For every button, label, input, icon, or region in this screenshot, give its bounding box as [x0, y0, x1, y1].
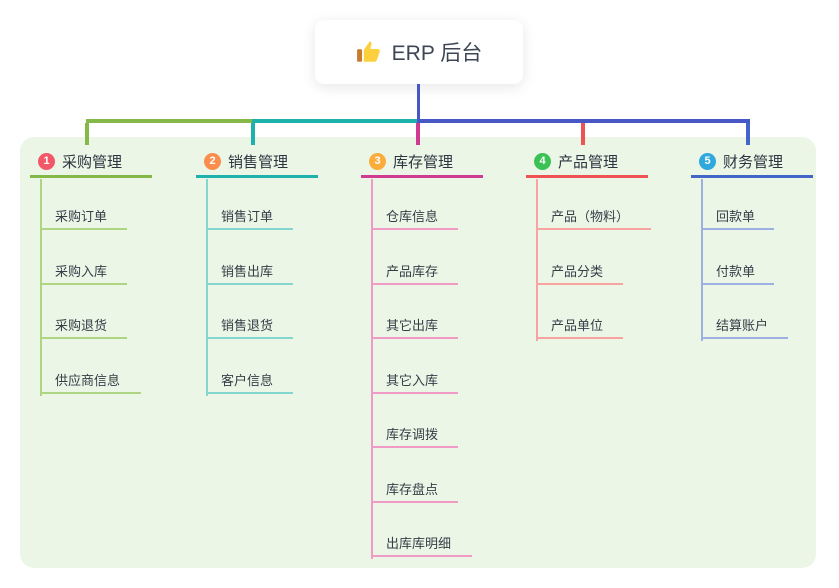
child-node[interactable]: 产品单位 [536, 315, 623, 339]
connector-child-spine [40, 178, 42, 396]
child-node[interactable]: 回款单 [701, 206, 774, 230]
child-node[interactable]: 销售退货 [206, 315, 293, 339]
child-node[interactable]: 供应商信息 [40, 370, 141, 394]
child-node[interactable]: 产品（物料） [536, 206, 651, 230]
child-node[interactable]: 出库库明细 [371, 533, 472, 557]
child-node[interactable]: 仓库信息 [371, 206, 458, 230]
branch-node-4[interactable]: 4 产品管理 [526, 148, 648, 178]
branch-label: 销售管理 [228, 154, 289, 171]
connector-trunk-left [85, 119, 252, 123]
connector-branch-drop [746, 122, 750, 145]
branch-node-2[interactable]: 2 销售管理 [196, 148, 318, 178]
child-node[interactable]: 产品库存 [371, 261, 458, 285]
branch-badge: 2 [204, 153, 221, 170]
connector-child-spine [536, 178, 538, 341]
connector-branch-drop [251, 122, 255, 145]
connector-trunk-right [416, 119, 750, 123]
branch-node-3[interactable]: 3 库存管理 [361, 148, 483, 178]
connector-child-spine [206, 178, 208, 396]
child-node[interactable]: 产品分类 [536, 261, 623, 285]
branch-badge: 5 [699, 153, 716, 170]
child-node[interactable]: 付款单 [701, 261, 774, 285]
connector-branch-drop [416, 122, 420, 145]
connector-trunk-mid [251, 119, 418, 123]
connector-root-stem [416, 84, 420, 123]
child-node[interactable]: 库存盘点 [371, 479, 458, 503]
child-node[interactable]: 采购退货 [40, 315, 127, 339]
branch-node-1[interactable]: 1 采购管理 [30, 148, 152, 178]
branch-label: 采购管理 [62, 154, 123, 171]
child-node[interactable]: 库存调拨 [371, 424, 458, 448]
child-node[interactable]: 采购入库 [40, 261, 127, 285]
branch-badge: 3 [369, 153, 386, 170]
root-label: ERP 后台 [391, 42, 483, 65]
branch-label: 财务管理 [723, 154, 784, 171]
connector-child-spine [371, 178, 373, 559]
branch-label: 产品管理 [558, 154, 619, 171]
background-panel [20, 137, 816, 568]
child-node[interactable]: 结算账户 [701, 315, 788, 339]
connector-branch-drop [85, 122, 89, 145]
root-node[interactable]: ERP 后台 [315, 20, 523, 84]
child-node[interactable]: 销售出库 [206, 261, 293, 285]
child-node[interactable]: 客户信息 [206, 370, 293, 394]
branch-label: 库存管理 [393, 154, 454, 171]
branch-badge: 4 [534, 153, 551, 170]
child-node[interactable]: 销售订单 [206, 206, 293, 230]
child-node[interactable]: 采购订单 [40, 206, 127, 230]
connector-child-spine [701, 178, 703, 341]
branch-badge: 1 [38, 153, 55, 170]
connector-branch-drop [581, 122, 585, 145]
child-node[interactable]: 其它出库 [371, 315, 458, 339]
child-node[interactable]: 其它入库 [371, 370, 458, 394]
thumbs-up-icon [356, 41, 380, 62]
branch-node-5[interactable]: 5 财务管理 [691, 148, 813, 178]
